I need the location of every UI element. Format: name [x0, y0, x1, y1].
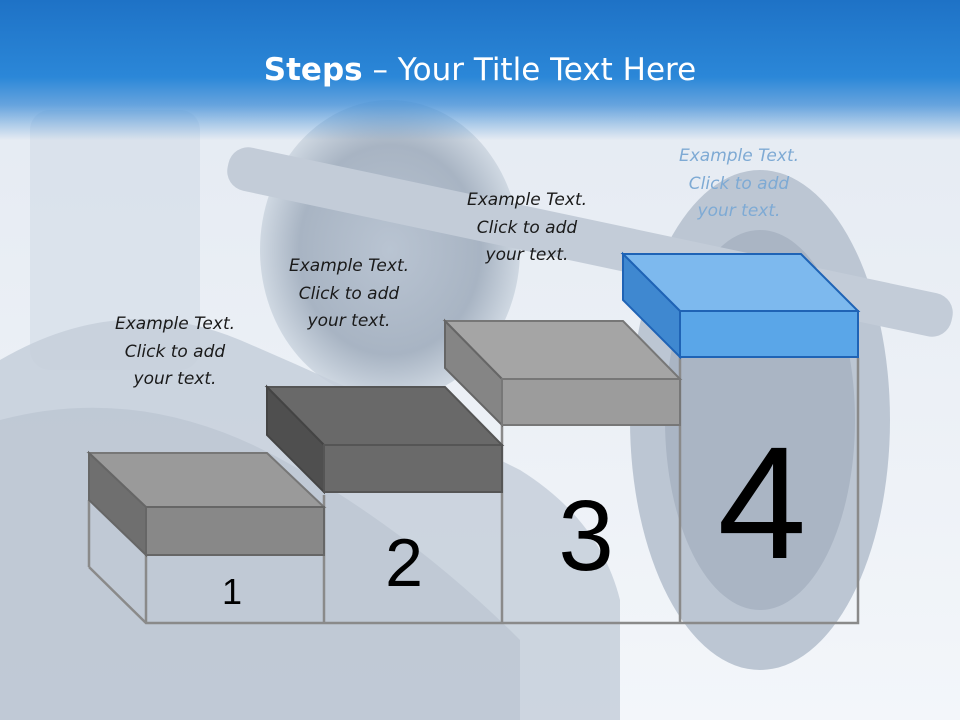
title-rest: – Your Title Text Here [362, 52, 697, 88]
caption-line: your text. [485, 245, 569, 265]
header-bar [0, 0, 960, 140]
caption-line: your text. [307, 311, 391, 331]
caption-line: Example Text. [678, 146, 800, 166]
step-3-block[interactable] [442, 318, 683, 428]
slide-title[interactable]: Steps – Your Title Text Here [0, 52, 960, 88]
step-1-caption[interactable]: Example Text. Click to add your text. [80, 311, 270, 394]
caption-line: your text. [697, 201, 781, 221]
caption-line: Click to add [298, 283, 400, 304]
step-1-block[interactable] [86, 450, 327, 558]
step-2-block[interactable] [264, 384, 505, 495]
step-4-caption[interactable]: Example Text. Click to add your text. [644, 143, 834, 226]
caption-line: your text. [133, 369, 217, 389]
step-2-number: 2 [385, 525, 423, 601]
step-3-number: 3 [558, 480, 614, 592]
title-bold: Steps [263, 52, 363, 88]
caption-line: Click to add [124, 341, 226, 362]
caption-line: Click to add [476, 217, 578, 238]
step-1-number: 1 [222, 571, 242, 612]
caption-line: Example Text. [466, 190, 588, 210]
step-4-number: 4 [718, 413, 807, 592]
step-4-block[interactable] [620, 251, 861, 360]
caption-line: Click to add [688, 173, 790, 194]
step-3-caption[interactable]: Example Text. Click to add your text. [432, 187, 622, 270]
caption-line: Example Text. [114, 314, 236, 334]
caption-line: Example Text. [288, 256, 410, 276]
step-2-caption[interactable]: Example Text. Click to add your text. [254, 253, 444, 336]
